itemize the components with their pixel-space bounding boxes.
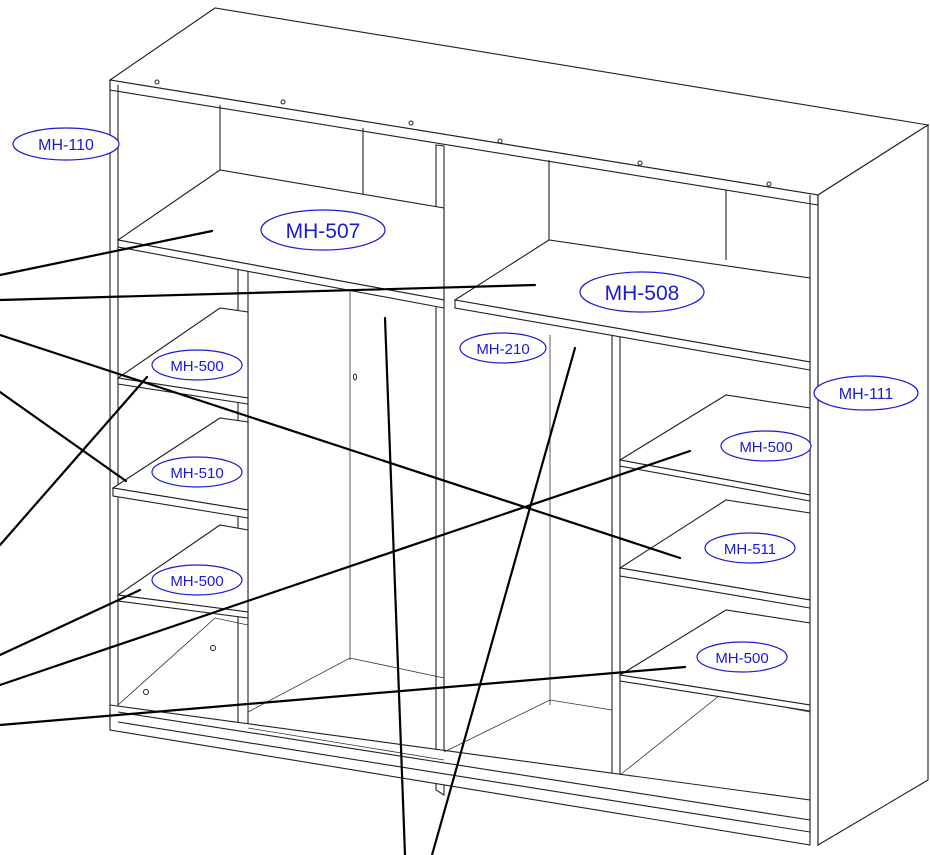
leader-mh500-left-bottom <box>0 588 142 657</box>
svg-text:MH-500: MH-500 <box>170 358 223 375</box>
leader-mh510 <box>0 390 128 483</box>
right-inner-divider <box>611 329 621 791</box>
shelves <box>111 169 811 712</box>
leader-mh511 <box>0 333 682 560</box>
leader-door-left <box>383 316 407 855</box>
leader-mh500-right-bottom <box>0 665 687 727</box>
label-mh500-right-top: MH-500 <box>720 430 812 462</box>
label-mh111: MH-111 <box>813 375 919 411</box>
leader-mh508 <box>0 283 537 302</box>
bottom-panel <box>109 704 811 846</box>
label-mh210: MH-210 <box>459 332 547 364</box>
svg-text:MH-500: MH-500 <box>170 573 223 590</box>
svg-text:MH-508: MH-508 <box>605 282 680 305</box>
leader-mh500-left-top <box>0 375 149 547</box>
svg-text:MH-110: MH-110 <box>38 137 94 154</box>
svg-text:MH-500: MH-500 <box>715 650 768 667</box>
label-mh507: MH-507 <box>260 209 386 251</box>
label-mh110: MH-110 <box>12 127 120 161</box>
svg-text:MH-111: MH-111 <box>839 386 894 403</box>
leader-door-right <box>430 346 577 855</box>
svg-text:MH-507: MH-507 <box>286 220 361 243</box>
cabinet-frame <box>108 7 930 846</box>
leader-mh500-right-top <box>0 449 692 687</box>
svg-text:MH-510: MH-510 <box>170 465 223 482</box>
part-labels: MH-110 MH-507 MH-508 MH-210 MH-111 MH-50… <box>12 127 919 673</box>
leader-lines <box>0 229 692 855</box>
svg-text:MH-511: MH-511 <box>724 541 776 558</box>
leader-mh507 <box>0 229 214 277</box>
svg-text:MH-500: MH-500 <box>739 439 792 456</box>
label-mh511: MH-511 <box>704 532 796 564</box>
label-mh500-right-bottom: MH-500 <box>696 641 788 673</box>
label-mh500-left-top: MH-500 <box>151 349 243 381</box>
label-mh510: MH-510 <box>151 456 243 488</box>
svg-text:MH-210: MH-210 <box>476 341 529 358</box>
label-mh508: MH-508 <box>579 271 705 313</box>
right-side-panel <box>817 123 929 846</box>
label-mh500-left-bottom: MH-500 <box>151 564 243 596</box>
